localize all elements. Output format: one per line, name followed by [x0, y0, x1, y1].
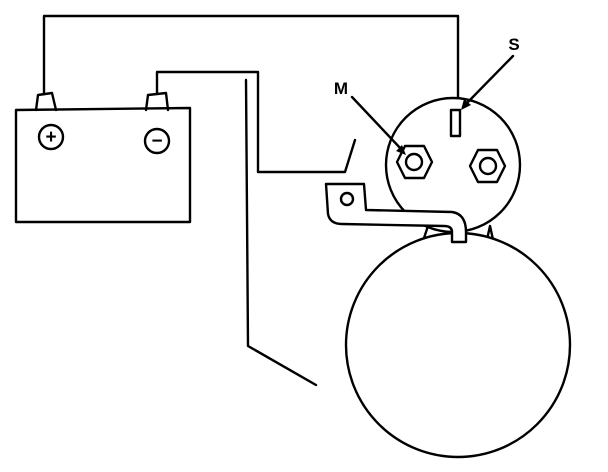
- m-label-arrowhead: [396, 145, 406, 155]
- solenoid: [384, 96, 522, 234]
- negative-symbol: −: [151, 131, 162, 152]
- wire-positive-to-s-terminal: [42, 14, 460, 106]
- motor-housing: [344, 231, 572, 459]
- negative-terminal-icon: [143, 127, 171, 155]
- motor-strap: [324, 182, 468, 244]
- positive-terminal-icon: [37, 123, 65, 151]
- s-label-arrowhead: [461, 99, 471, 110]
- motor-terminal-label: M: [334, 79, 348, 98]
- strap-bolt-hole: [339, 191, 355, 207]
- starter-motor: [344, 218, 572, 459]
- s-terminal: [449, 108, 462, 138]
- positive-symbol: +: [45, 127, 56, 148]
- strap-body: [324, 182, 468, 244]
- s-label-leader: [464, 54, 515, 106]
- m-terminal-stud: [404, 152, 424, 172]
- battery: + −: [14, 91, 192, 224]
- switch-terminal-label: S: [508, 35, 519, 54]
- wire-negative-lead: [155, 70, 357, 174]
- m-terminal-nut: [395, 144, 434, 180]
- battery-terminal-stud: [478, 156, 498, 176]
- battery-case: [14, 106, 192, 224]
- m-label-leader: [350, 95, 404, 152]
- battery-positive-post: [34, 91, 58, 112]
- battery-terminal-nut: [468, 148, 507, 184]
- battery-negative-post: [144, 91, 170, 112]
- wire-ground-lead: [244, 78, 318, 387]
